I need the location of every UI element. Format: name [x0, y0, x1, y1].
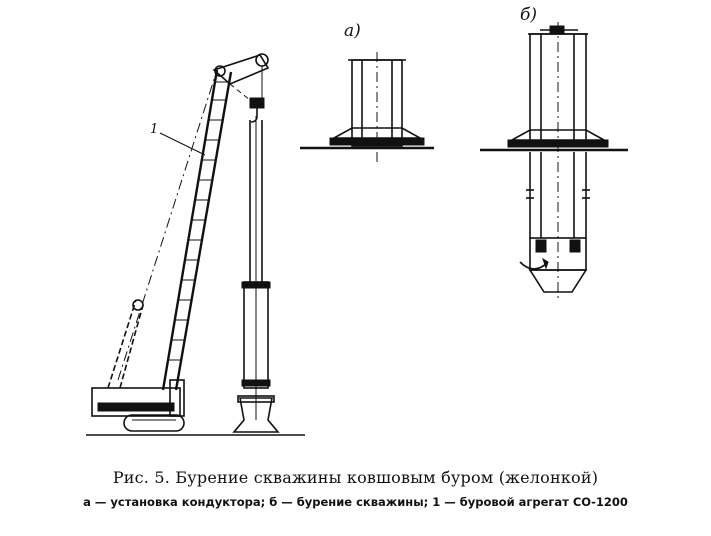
conductor-base [232, 397, 280, 433]
guy-line [117, 69, 218, 381]
drilling-rig: 1 [86, 53, 305, 436]
drilling-figure: 1 а) б) [86, 5, 628, 436]
view-a: а) [300, 21, 434, 162]
label-view-a: а) [344, 21, 361, 41]
rig-body [91, 387, 181, 417]
hook-block [249, 97, 265, 109]
caption-title: Рис. 5. Бурение скважины ковшовым буром … [112, 468, 599, 487]
drill-rod [241, 116, 271, 420]
rig-tracks [123, 414, 185, 432]
figure-caption: Рис. 5. Бурение скважины ковшовым буром … [0, 462, 711, 509]
rig-boom [161, 69, 233, 391]
boom-head [212, 54, 270, 85]
rotation-arrow [519, 261, 549, 270]
view-b: б) [480, 5, 628, 300]
strut-pulley [132, 299, 144, 311]
label-1: 1 [150, 122, 158, 137]
caption-legend: а — установка кондуктора; б — бурение ск… [83, 495, 628, 509]
label-view-b: б) [520, 5, 537, 25]
